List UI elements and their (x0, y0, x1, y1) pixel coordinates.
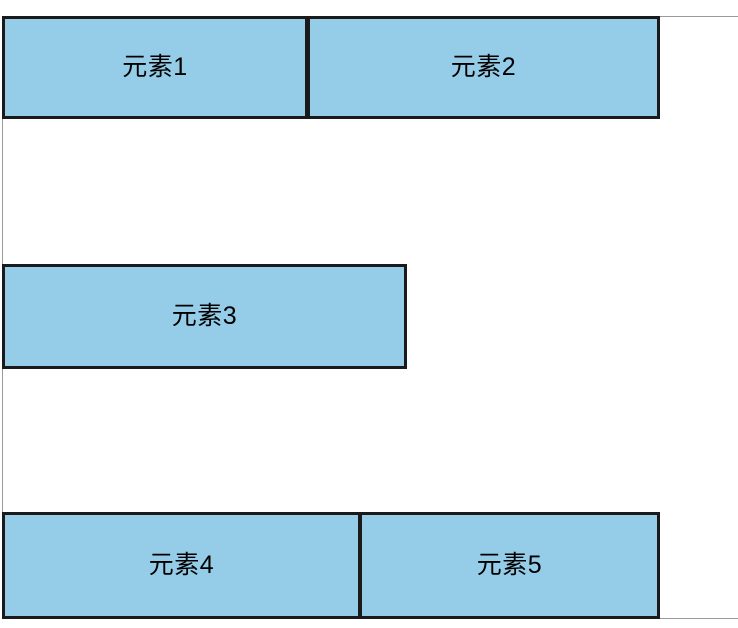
block-element-4[interactable]: 元素4 (2, 512, 361, 619)
block-row-middle: 元素3 (2, 264, 660, 369)
block-element-5-label: 元素5 (476, 551, 543, 579)
block-element-4-label: 元素4 (148, 551, 215, 579)
block-element-3-label: 元素3 (171, 302, 238, 330)
block-element-5[interactable]: 元素5 (359, 512, 660, 619)
block-element-2-label: 元素2 (450, 53, 517, 81)
block-row-top: 元素1 元素2 (2, 16, 660, 119)
block-row-bottom: 元素4 元素5 (2, 512, 660, 619)
block-element-2[interactable]: 元素2 (307, 16, 660, 119)
block-element-3[interactable]: 元素3 (2, 264, 407, 369)
block-element-1[interactable]: 元素1 (2, 16, 308, 119)
block-element-1-label: 元素1 (122, 53, 188, 81)
